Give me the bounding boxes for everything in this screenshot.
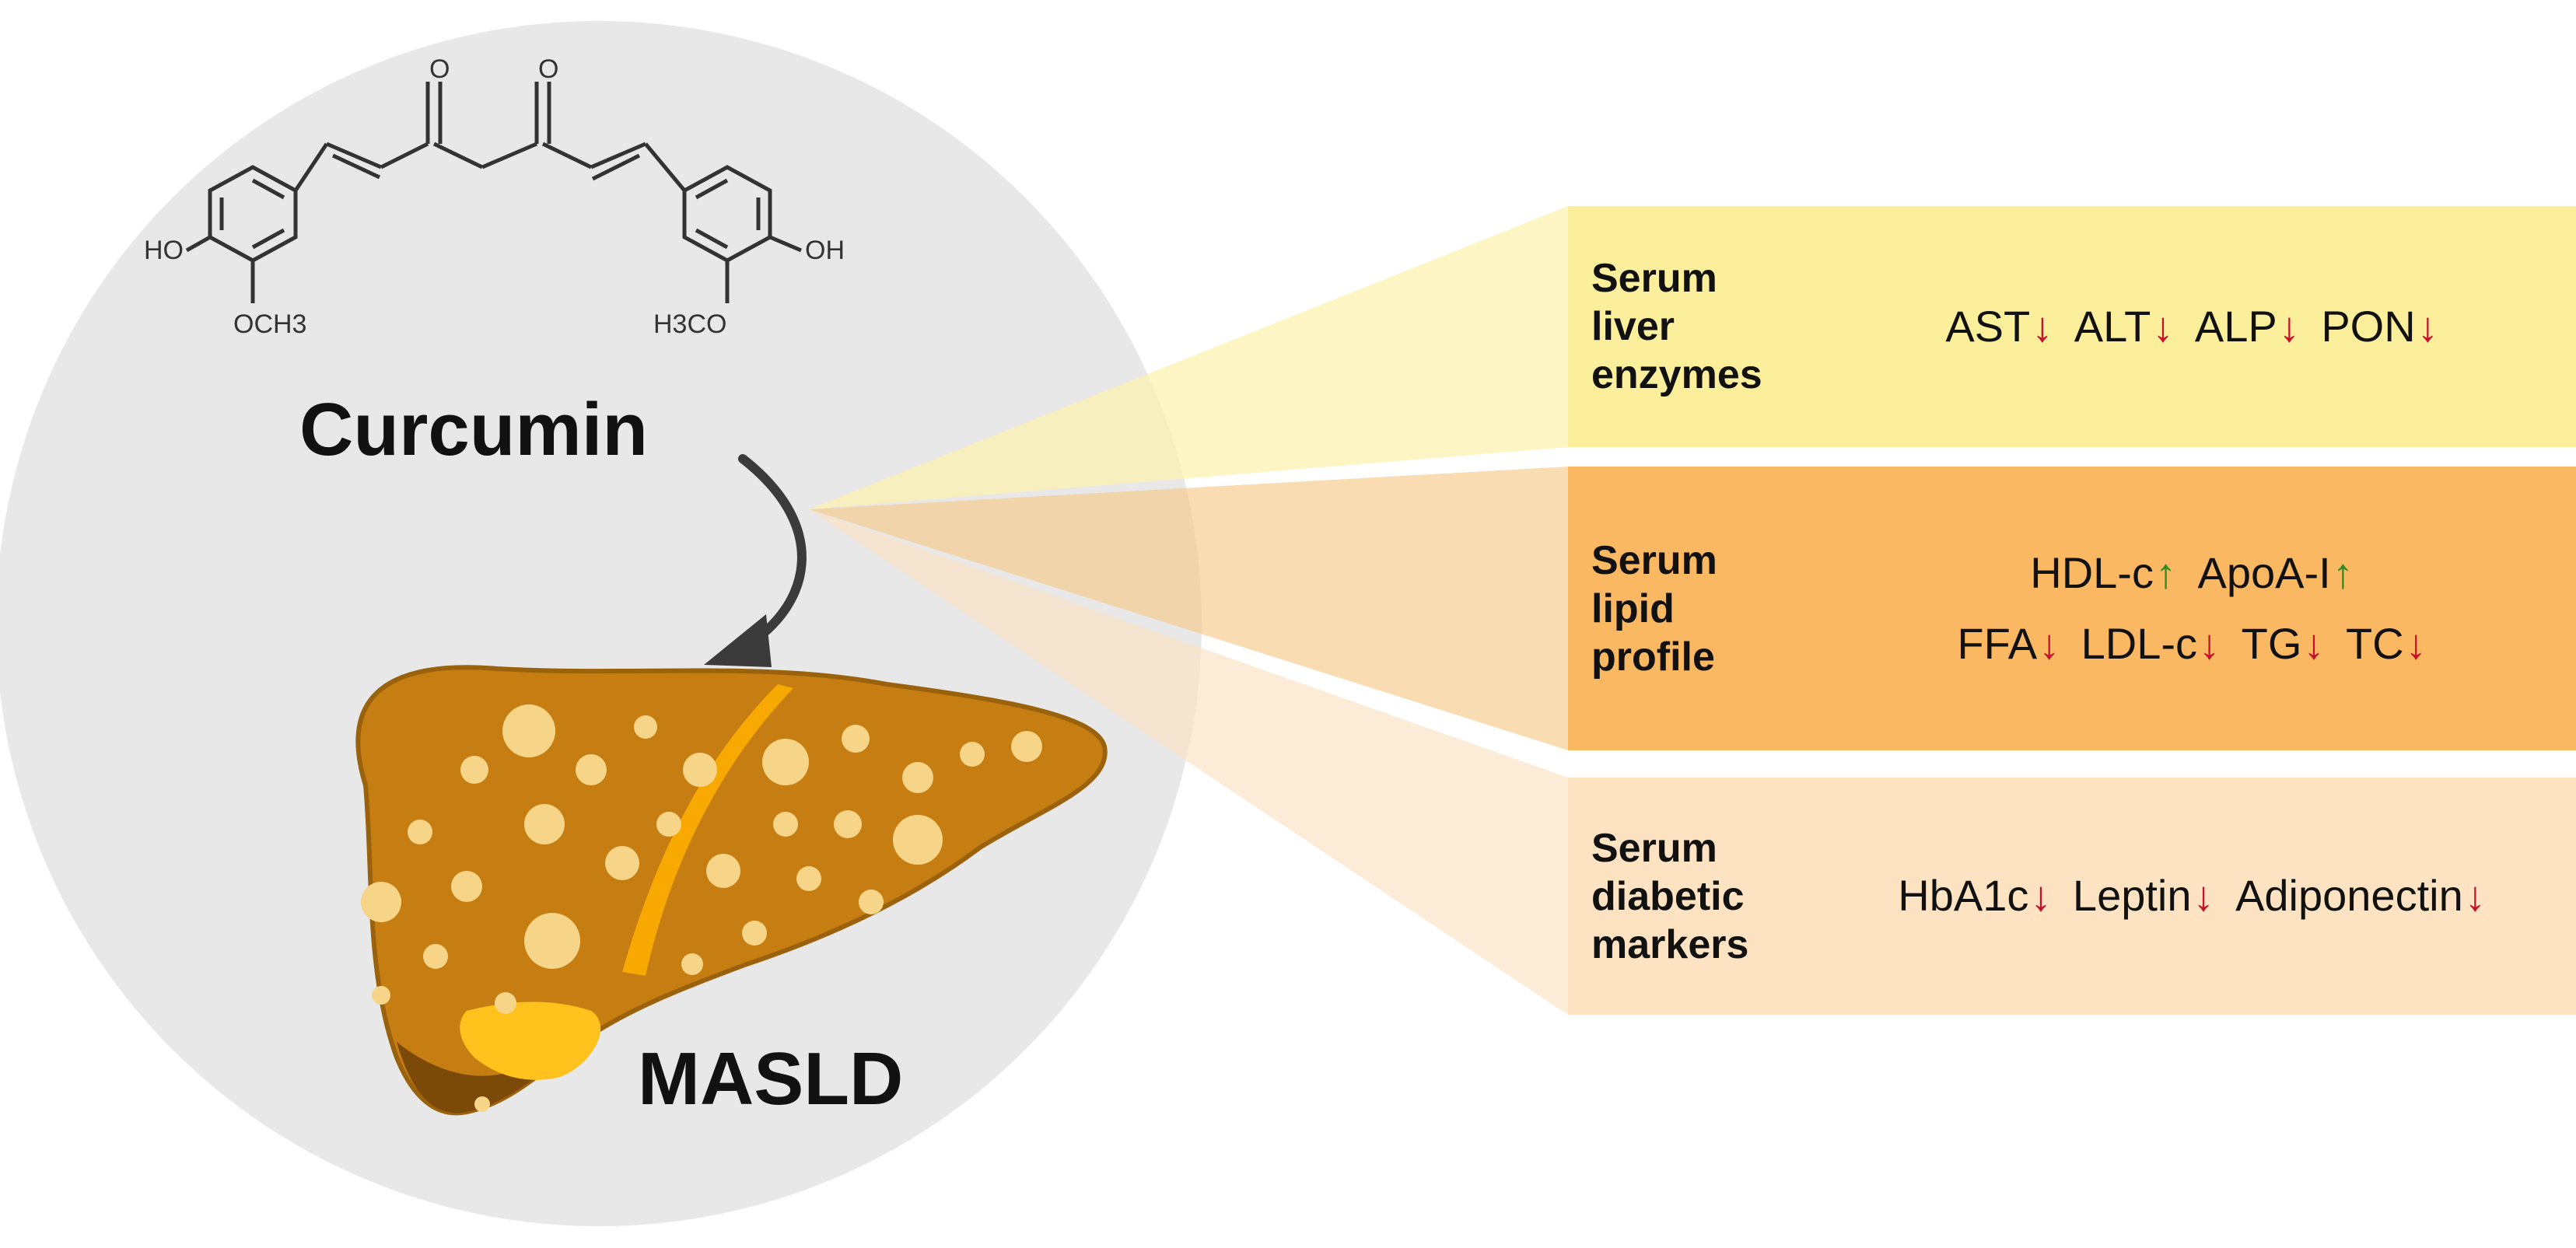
beam-diabetic-markers [809, 509, 1568, 1015]
beam-lipid-profile [809, 467, 1568, 750]
marker-row: HDL-c↑ ApoA-I↑ [1817, 538, 2576, 609]
curcumin-structure [185, 82, 802, 303]
marker-ast: AST↓ [1945, 301, 2053, 351]
panel-lipid-profile: Serum lipid profile HDL-c↑ ApoA-I↑ FFA↓ … [1568, 467, 2576, 750]
arrow-down-icon: ↓ [2199, 621, 2221, 668]
arrowhead-icon [704, 614, 772, 667]
arrow-down-icon: ↓ [2193, 873, 2214, 920]
arrow-down-icon: ↓ [2030, 873, 2052, 920]
marker-hdl-c: HDL-c↑ [2030, 547, 2176, 597]
marker-row: AST↓ ALT↓ ALP↓ PON↓ [1817, 292, 2576, 362]
marker-adiponectin: Adiponectin↓ [2235, 871, 2486, 920]
panel-markers: HbA1c↓ Leptin↓ Adiponectin↓ [1817, 861, 2576, 932]
marker-ffa: FFA↓ [1957, 618, 2060, 668]
panel-markers: AST↓ ALT↓ ALP↓ PON↓ [1817, 292, 2576, 362]
marker-apoa-i: ApoA-I↑ [2197, 547, 2354, 597]
marker-row: HbA1c↓ Leptin↓ Adiponectin↓ [1817, 861, 2576, 932]
marker-row: FFA↓ LDL-c↓ TG↓ TC↓ [1817, 609, 2576, 680]
hydroxyl-left: HO [144, 236, 184, 265]
disease-name: MASLD [638, 1037, 903, 1120]
arrow-down-icon: ↓ [2464, 873, 2486, 920]
liver-illustration [355, 665, 1108, 1116]
marker-pon: PON↓ [2321, 301, 2438, 351]
arrow-down-icon: ↓ [2152, 303, 2174, 351]
marker-leptin: Leptin↓ [2072, 871, 2214, 920]
methoxy-right: H3CO [653, 309, 726, 339]
methoxy-left: OCH3 [233, 309, 306, 339]
panel-label: Serum diabetic markers [1591, 825, 1749, 967]
arrow-down-icon: ↓ [2405, 621, 2427, 668]
panel-label: Serum liver enzymes [1591, 256, 1762, 397]
beam-liver-enzymes [809, 206, 1568, 509]
arrow-down-icon: ↓ [2303, 621, 2325, 668]
arrow-down-icon: ↓ [2417, 303, 2438, 351]
panel-label: Serum lipid profile [1591, 537, 1717, 680]
marker-alp: ALP↓ [2194, 301, 2300, 351]
treatment-arrow [738, 454, 807, 650]
carbonyl-o-right: O [538, 54, 558, 84]
marker-ldl-c: LDL-c↓ [2081, 618, 2221, 668]
marker-hba1c: HbA1c↓ [1898, 871, 2052, 920]
marker-alt: ALT↓ [2074, 301, 2174, 351]
arrow-down-icon: ↓ [2278, 303, 2300, 351]
carbonyl-o-left: O [429, 54, 450, 84]
panel-liver-enzymes: Serum liver enzymes AST↓ ALT↓ ALP↓ PON↓ [1568, 206, 2576, 447]
background-circle [0, 21, 1202, 1226]
arrow-up-icon: ↑ [2332, 550, 2354, 597]
hydroxyl-right: OH [805, 236, 845, 265]
arrow-down-icon: ↓ [2039, 621, 2060, 668]
arrow-up-icon: ↑ [2154, 550, 2176, 597]
marker-tg: TG↓ [2241, 618, 2325, 668]
marker-tc: TC↓ [2345, 618, 2427, 668]
arrow-down-icon: ↓ [2032, 303, 2053, 351]
panel-diabetic-markers: Serum diabetic markers HbA1c↓ Leptin↓ Ad… [1568, 778, 2576, 1015]
compound-name: Curcumin [299, 388, 648, 471]
panel-markers: HDL-c↑ ApoA-I↑ FFA↓ LDL-c↓ TG↓ TC↓ [1817, 538, 2576, 680]
